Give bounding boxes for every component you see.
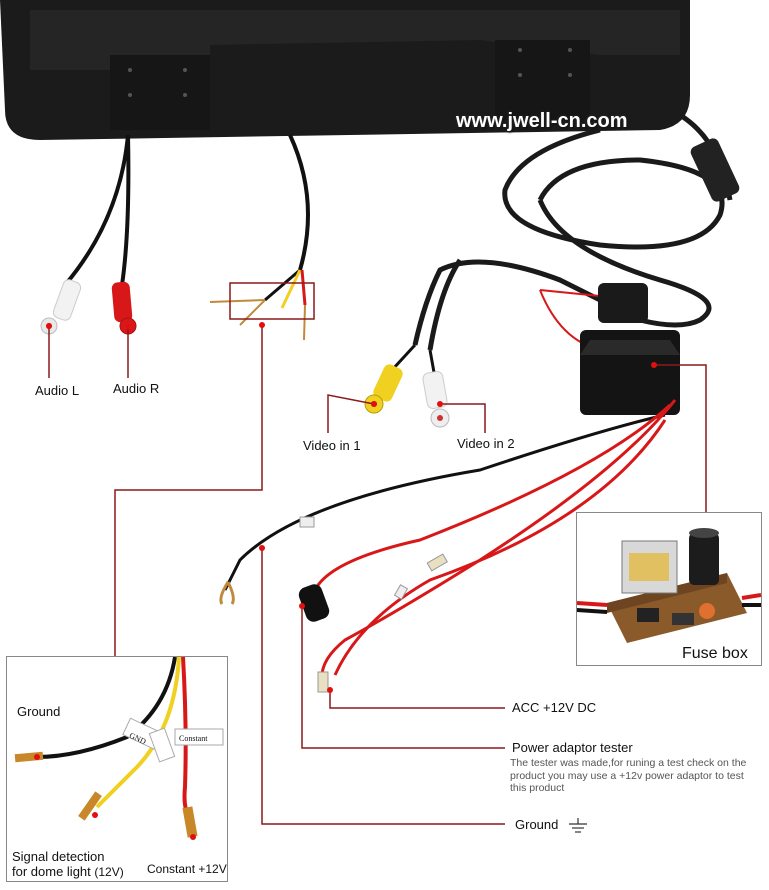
wire-detail-inset: Ground Signal detection for dome light (… (6, 656, 228, 882)
main-cable-coil (412, 112, 733, 351)
lower-wires (219, 399, 677, 693)
power-adaptor-tester-label: Power adaptor tester (512, 740, 633, 755)
inset-ground-label: Ground (17, 704, 61, 719)
audio-r-label: Audio R (113, 381, 160, 396)
website-watermark: www.jwell-cn.com (456, 110, 628, 132)
monitor-housing (0, 0, 690, 140)
inset-constant-label: Constant +12V (147, 862, 227, 876)
acc-label: ACC +12V DC (512, 700, 597, 715)
inset-tag-constant: Constant (179, 734, 208, 743)
video-in-2-label: Video in 2 (457, 436, 515, 451)
video-in-1-label: Video in 1 (303, 438, 361, 453)
inset-wires (14, 657, 224, 840)
inset-signal-detection-unit: (12V) (94, 865, 124, 879)
fuse-box-label: Fuse box (682, 645, 748, 662)
fuse-box-photo-panel (576, 512, 762, 666)
callout-lines (48, 325, 707, 825)
power-cable-bundle (209, 134, 315, 341)
inset-signal-detection-text: for dome light (12, 864, 91, 879)
audio-l-label: Audio L (35, 383, 80, 398)
power-adaptor-description: The tester was made,for runing a test ch… (510, 757, 747, 794)
callout-markers (46, 322, 657, 693)
video-cables (364, 343, 450, 428)
ground-label: Ground (515, 817, 559, 832)
inset-signal-detection-line1: Signal detection (12, 849, 105, 864)
fuse-box (539, 283, 680, 415)
inset-signal-detection-line2: for dome light (12V) (12, 864, 124, 880)
audio-cables (40, 134, 137, 335)
ground-symbol-icon (569, 818, 587, 833)
fuse-box-board (576, 528, 762, 643)
